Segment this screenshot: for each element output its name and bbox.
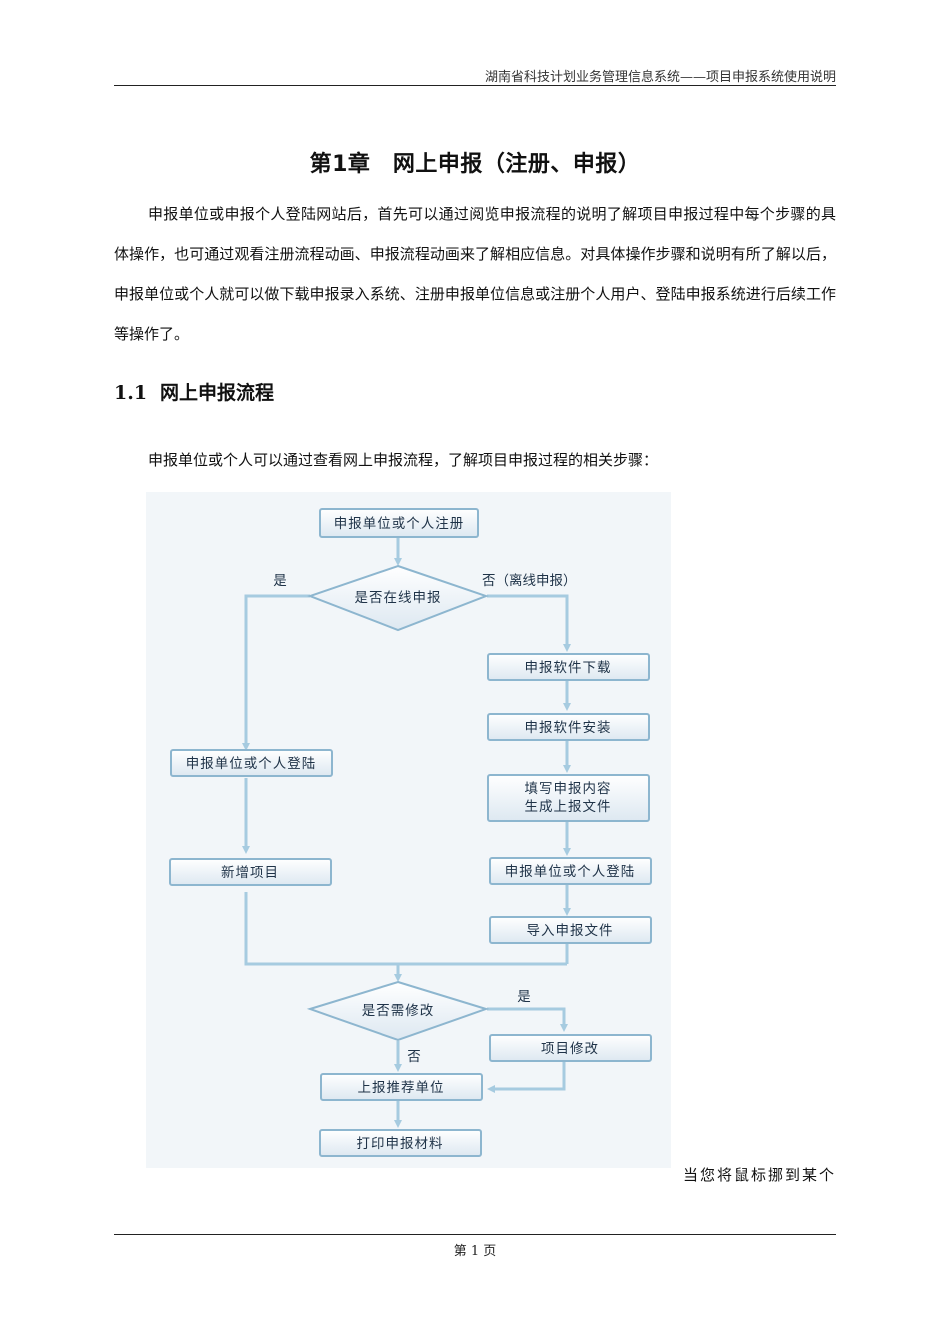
running-header: 湖南省科技计划业务管理信息系统——项目申报系统使用说明 xyxy=(484,70,836,85)
section-number: 1.1 xyxy=(114,382,148,404)
lead-paragraph: 申报单位或个人可以通过查看网上申报流程，了解项目申报过程的相关步骤： xyxy=(148,451,659,469)
section-title: 网上申报流程 xyxy=(160,382,275,404)
trailing-text: 当您将鼠标挪到某个 xyxy=(682,1166,836,1184)
chapter-title: 第1章 网上申报（注册、申报） xyxy=(309,152,641,177)
node-login-online: 申报单位或个人登陆 xyxy=(186,756,317,772)
node-modify: 项目修改 xyxy=(541,1041,599,1057)
node-import: 导入申报文件 xyxy=(527,923,614,939)
page-number: 第 1 页 xyxy=(453,1244,497,1259)
node-register: 申报单位或个人注册 xyxy=(334,516,465,532)
flow-connectors xyxy=(242,536,571,1128)
node-fill-line2: 生成上报文件 xyxy=(525,799,612,815)
label-modify-yes: 是 xyxy=(517,989,531,1005)
node-print: 打印申报材料 xyxy=(357,1135,444,1152)
intro-paragraph: 申报单位或申报个人登陆网站后，首先可以通过阅览申报流程的说明了解项目申报过程中每… xyxy=(114,205,836,343)
application-flowchart: 申报单位或个人注册 是否在线申报 是 否（离线申报） 申报软件下载 申报软件安装… xyxy=(146,492,671,1168)
node-fill-line1: 填写申报内容 xyxy=(525,780,612,797)
node-login-offline: 申报单位或个人登陆 xyxy=(505,864,636,880)
node-download: 申报软件下载 xyxy=(525,660,612,676)
flow-nodes: 申报单位或个人注册 是否在线申报 是 否（离线申报） 申报软件下载 申报软件安装… xyxy=(169,508,652,1157)
label-modify-no: 否 xyxy=(407,1049,421,1065)
node-install: 申报软件安装 xyxy=(525,720,612,736)
label-online-yes: 是 xyxy=(273,573,287,589)
header-divider xyxy=(114,85,836,86)
node-online-decision: 是否在线申报 xyxy=(355,590,442,606)
section-heading: 1.1 网上申报流程 xyxy=(114,378,274,405)
node-submit: 上报推荐单位 xyxy=(358,1080,445,1096)
node-modify-decision: 是否需修改 xyxy=(362,1003,435,1019)
label-offline-no: 否（离线申报） xyxy=(482,572,577,589)
node-new-project: 新增项目 xyxy=(221,865,279,881)
footer-divider xyxy=(114,1234,836,1235)
